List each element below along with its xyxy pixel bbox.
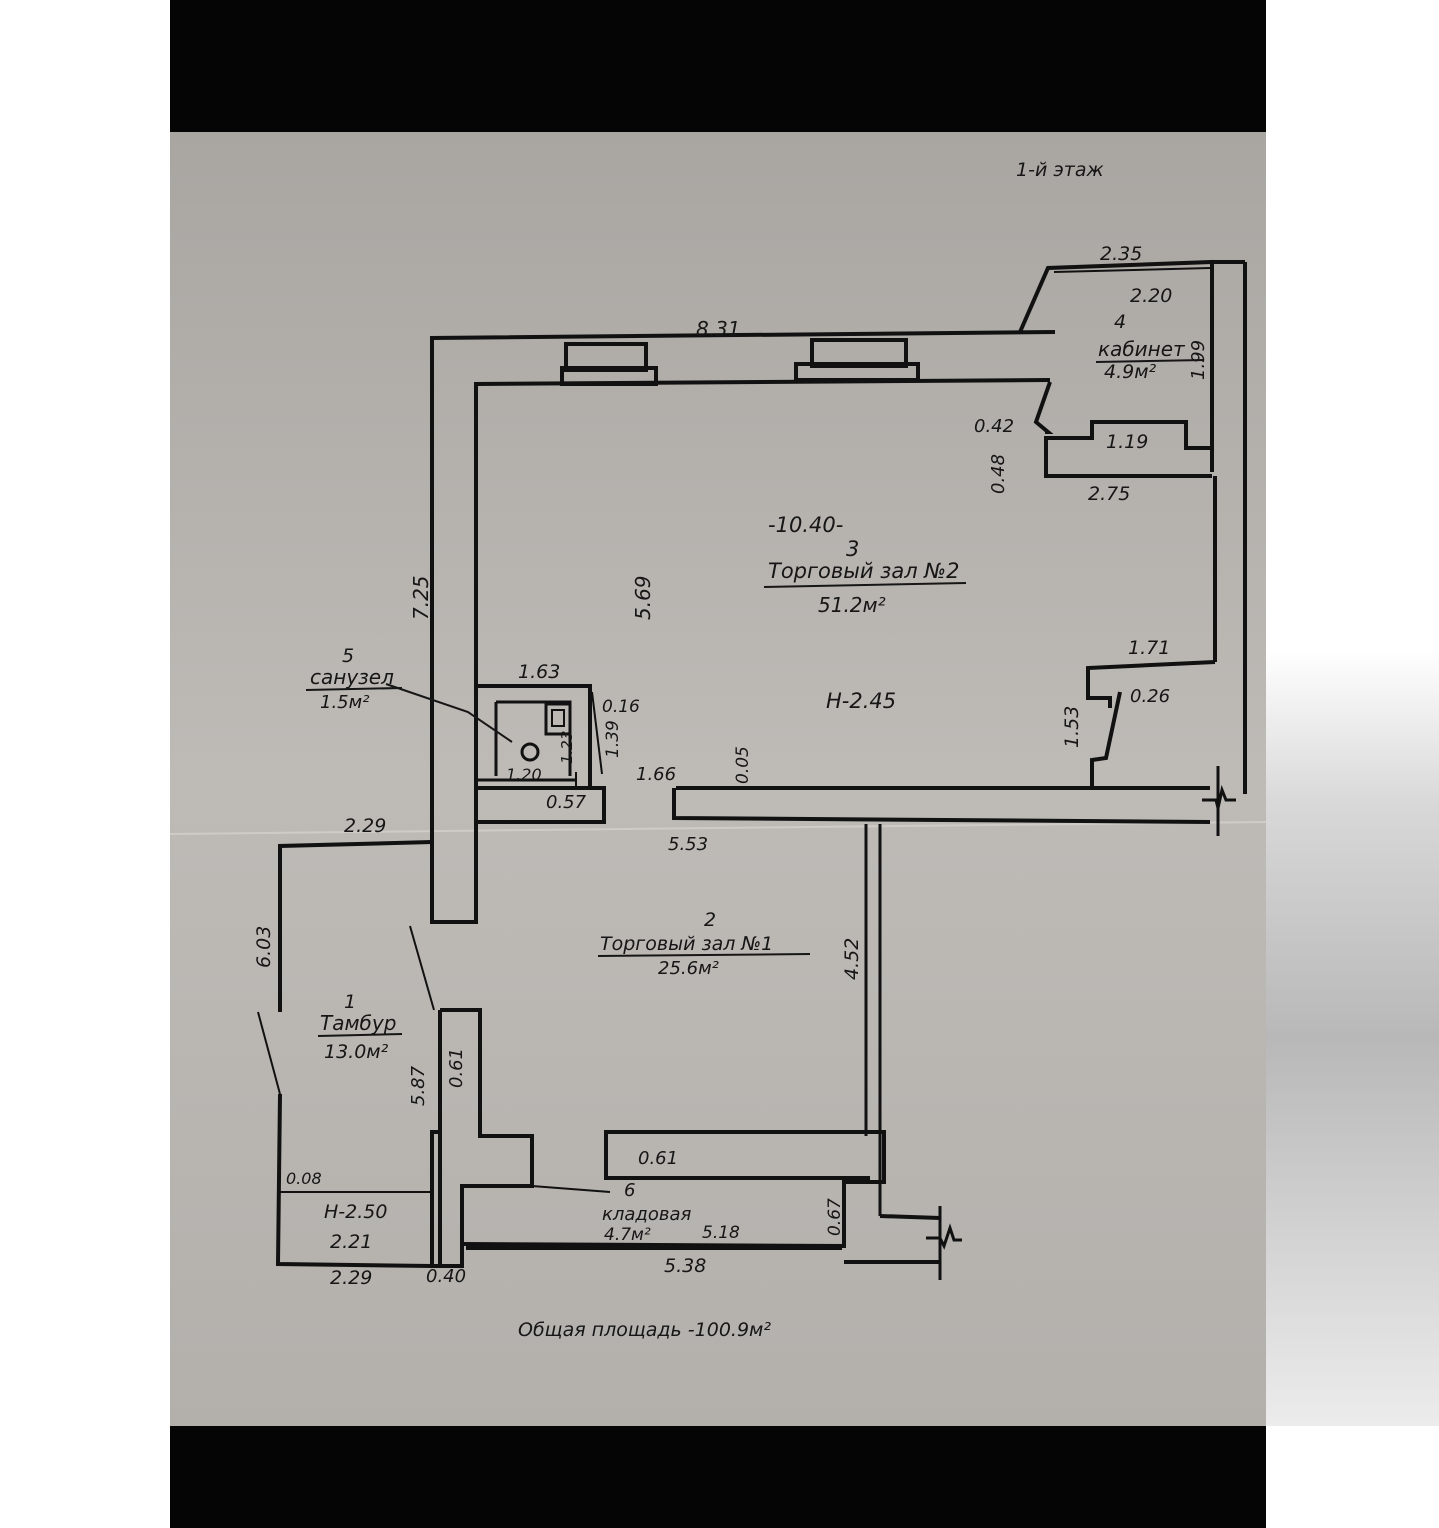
- dim-partition: 5.53: [668, 834, 708, 855]
- vestibule-left-wall: [275, 1093, 433, 1268]
- dim-store-side: 0.67: [825, 1198, 845, 1236]
- room6-area: 4.7м²: [604, 1225, 651, 1245]
- room4-area: 4.9м²: [1104, 361, 1157, 383]
- dim-right-jog-b: 0.26: [1130, 686, 1170, 707]
- dim-wc-top: 1.63: [518, 661, 560, 683]
- dim-store-bottom: 5.38: [664, 1255, 706, 1277]
- dim-vestibule-side: 5.87: [408, 1065, 429, 1106]
- room3-name: Торговый зал №2: [768, 559, 960, 583]
- room1-area: 13.0м²: [324, 1041, 389, 1063]
- window-2-sill: [794, 362, 920, 382]
- leader-lines: [385, 683, 513, 743]
- dim-store-top: 0.61: [638, 1148, 678, 1169]
- name-underlines: [305, 359, 1205, 1037]
- wc-toilet: [520, 742, 540, 762]
- dim-small-b: 2.21: [330, 1231, 372, 1253]
- outer-wall-left-top: [430, 330, 1056, 912]
- dim-small-a: 0.08: [286, 1169, 322, 1188]
- dim-office-bottom: 1.19: [1106, 431, 1148, 453]
- dim-left-wall-upper: 7.25: [409, 575, 433, 620]
- dim-office-jog-a: 0.42: [974, 416, 1014, 437]
- dim-hall2-height: 5.69: [631, 575, 655, 620]
- dim-office-jog-b: 0.48: [988, 454, 1009, 494]
- room1-number: 1: [344, 991, 356, 1013]
- dim-office-top-inner: 2.20: [1130, 285, 1172, 307]
- room6-number: 6: [624, 1180, 635, 1201]
- room2-number: 2: [704, 909, 716, 931]
- dim-top-wall: 8.31: [696, 317, 741, 341]
- paper-fold-line: [170, 821, 1266, 835]
- wc-sink: [544, 702, 572, 736]
- floor-plan-sheet: 1-й этаж -10.40- 3 Торговый зал №2 51.2м…: [170, 132, 1266, 1426]
- room2-name: Торговый зал №1: [600, 933, 773, 955]
- room4-number: 4: [1114, 311, 1126, 333]
- storage-walls: [461, 1130, 886, 1249]
- dim-bottom-left: 2.29: [330, 1267, 372, 1289]
- dim-office-top-outer: 2.35: [1100, 243, 1142, 265]
- dim-hall1-side: 4.52: [841, 938, 863, 980]
- dim-door-gap: 1.66: [636, 764, 676, 785]
- labels: 1-й этаж -10.40- 3 Торговый зал №2 51.2м…: [253, 159, 1209, 1341]
- office-door-jamb: [1033, 381, 1054, 434]
- dim-wc-e: 0.57: [546, 792, 587, 813]
- room5-area: 1.5м²: [320, 692, 369, 713]
- office-bottom-wall: [1044, 420, 1212, 478]
- dim-right-low: 1.53: [1061, 706, 1083, 748]
- dim-pillar: 0.61: [446, 1048, 467, 1088]
- room3-number: 3: [846, 537, 859, 561]
- floor-plan-drawing: 1-й этаж -10.40- 3 Торговый зал №2 51.2м…: [170, 132, 1266, 1426]
- wc-wall: [476, 684, 592, 788]
- room5-number: 5: [342, 645, 354, 667]
- dim-bottom-wall: 0.40: [426, 1266, 466, 1287]
- top-black-bar: [170, 0, 1266, 132]
- dim-store-inner: 5.18: [702, 1223, 740, 1243]
- dim-entrance-top: 2.29: [344, 815, 386, 837]
- dim-wc-a: 0.16: [602, 697, 640, 717]
- room6-name: кладовая: [602, 1204, 692, 1225]
- office-outer: [1018, 259, 1214, 472]
- walls: [257, 259, 1247, 1280]
- room3-extra: -10.40-: [768, 513, 843, 537]
- dim-wc-c: 1.23: [558, 731, 576, 764]
- floor-title: 1-й этаж: [1016, 159, 1104, 181]
- room5-name: санузел: [310, 665, 394, 689]
- dim-wall-piece: 0.05: [733, 746, 753, 784]
- room2-area: 25.6м²: [658, 958, 719, 979]
- dim-wc-b: 1.39: [603, 720, 623, 758]
- room3-area: 51.2м²: [818, 593, 886, 617]
- room1-height: Н-2.50: [324, 1201, 387, 1223]
- dim-left-outer: 6.03: [253, 926, 275, 968]
- wc-lower-wall: [476, 786, 606, 824]
- room1-name: Тамбур: [320, 1011, 396, 1035]
- bottom-black-bar: [170, 1426, 1266, 1528]
- vestibule-top-wall: [278, 840, 433, 1012]
- right-jog: [1086, 660, 1216, 708]
- total-area: Общая площадь -100.9м²: [518, 1319, 771, 1341]
- paper-background: [170, 132, 1266, 1426]
- window-1-sill: [560, 366, 658, 386]
- dim-wc-d: 1.20: [506, 765, 542, 784]
- dim-office-lower: 2.75: [1088, 483, 1130, 505]
- right-margin: [1266, 132, 1439, 1426]
- dim-right-jog: 1.71: [1128, 637, 1170, 659]
- partition-lower: [672, 788, 1211, 824]
- room3-height: Н-2.45: [826, 689, 896, 713]
- room4-name: кабинет: [1098, 337, 1186, 361]
